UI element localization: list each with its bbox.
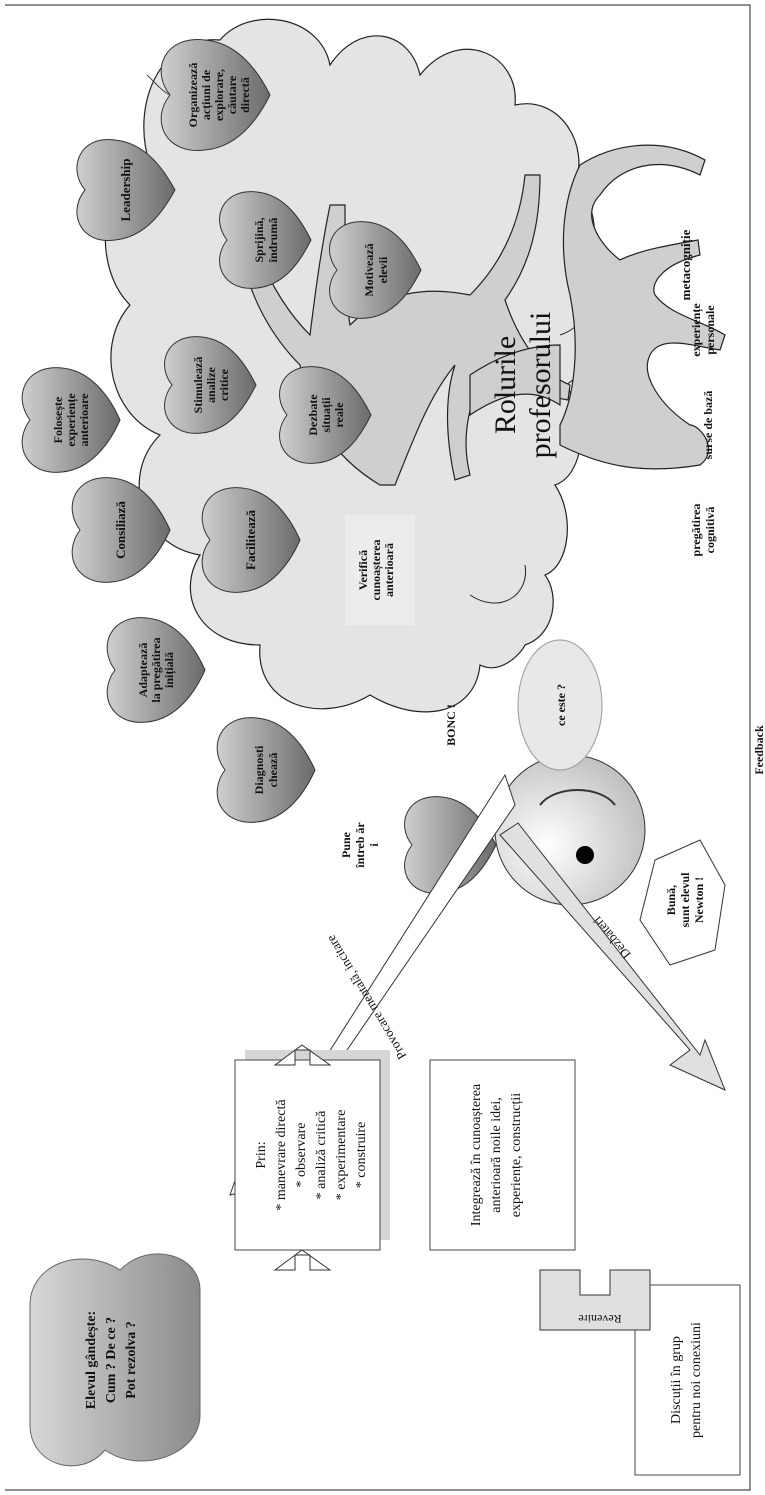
svg-text:ce este ?: ce este ?: [554, 684, 568, 726]
tree-title-line1: Rolurile: [489, 336, 522, 434]
bonc-label: BONC !: [444, 704, 458, 746]
svg-text:Foloseșteexperiențeanterioare: Foloseșteexperiențeanterioare: [51, 393, 91, 447]
speech-bubble: Bună,sunt elevulNewton !: [639, 839, 726, 966]
svg-text:Prin:* manevrare directă* obse: Prin:* manevrare directă* observare* ana…: [254, 1099, 369, 1211]
apple-organizeaza: Organizeazăacțiuni deexplorare,căutaredi…: [146, 39, 271, 151]
tree-title-line2: profesorului: [524, 312, 557, 459]
apple-motiveaza: Motiveazăelevii: [329, 221, 422, 319]
svg-text:Consiliază: Consiliază: [113, 501, 128, 559]
apple-stimuleaza: Stimuleazăanalizecritice: [164, 336, 257, 434]
svg-text:Integrează în cunoaștereaanter: Integrează în cunoaștereaanterioară noil…: [469, 1083, 524, 1226]
revenire-arrow: Revenire: [539, 1269, 651, 1331]
svg-text:Revenire: Revenire: [578, 1312, 621, 1326]
apple-diagnosticheaza: Diagnostichează: [216, 717, 316, 823]
svg-text:Stimuleazăanalizecritice: Stimuleazăanalizecritice: [191, 357, 231, 414]
box-elevul-ganduri: Elevul gândește:Cum ? De ce ?Pot rezolva…: [29, 1253, 201, 1467]
falling-apple: [404, 796, 497, 894]
connector-arrow-2: [273, 1044, 332, 1066]
svg-text:Organizeazăacțiuni deexplorare: Organizeazăacțiuni deexplorare,căutaredi…: [186, 63, 252, 128]
apple-verifica: Verificăcunoaștereaanterioară: [345, 515, 415, 625]
svg-text:Facilitează: Facilitează: [243, 510, 258, 570]
svg-text:Dezbatesituațiireale: Dezbatesituațiireale: [306, 394, 346, 436]
connector-arrow-1: [273, 1249, 332, 1271]
apple-sprijina: Sprijină,îndrumă: [219, 191, 312, 289]
thought-cloud: ce este ?: [517, 639, 603, 771]
box-prin: Prin:* manevrare directă* observare* ana…: [234, 1050, 390, 1251]
svg-text:Diagnostichează: Diagnostichează: [252, 745, 280, 794]
apple-leadership: Leadership: [76, 139, 176, 241]
canopy-bump-2: [469, 564, 527, 604]
apple-consiliaza: Consiliază: [71, 477, 171, 583]
svg-text:Leadership: Leadership: [118, 159, 133, 222]
root-metacognitie: metacogniție: [678, 229, 694, 300]
feedback-frame: Feedback: [5, 4, 765, 1491]
apple-dezbate: Dezbatesituațiireale: [279, 366, 372, 464]
root-surse: surse de bază: [701, 391, 715, 460]
root-pregatirea: pregătireacognitivă: [689, 504, 717, 557]
svg-text:Sprijină,îndrumă: Sprijină,îndrumă: [252, 217, 280, 263]
svg-text:Elevul gândește:Cum ? De ce ?P: Elevul gândește:Cum ? De ce ?Pot rezolva…: [84, 1311, 139, 1409]
root-experiente: experiențepersonale: [689, 303, 717, 357]
svg-text:Motiveazăelevii: Motiveazăelevii: [362, 243, 390, 296]
svg-text:Adapteazăla pregătireainițială: Adapteazăla pregătireainițială: [136, 637, 177, 702]
svg-text:Verificăcunoaștereaanterioară: Verificăcunoaștereaanterioară: [356, 539, 396, 600]
svg-text:Bună,sunt elevulNewton !: Bună,sunt elevulNewton !: [664, 872, 706, 928]
apple-faciliteaza: Facilitează: [201, 487, 301, 593]
feedback-label: Feedback: [752, 725, 765, 775]
question-label: Puneîntreb ări: [339, 822, 381, 869]
apple-foloseste: Foloseșteexperiențeanterioare: [21, 367, 121, 473]
apple-adapteaza: Adapteazăla pregătireainițială: [106, 617, 206, 723]
